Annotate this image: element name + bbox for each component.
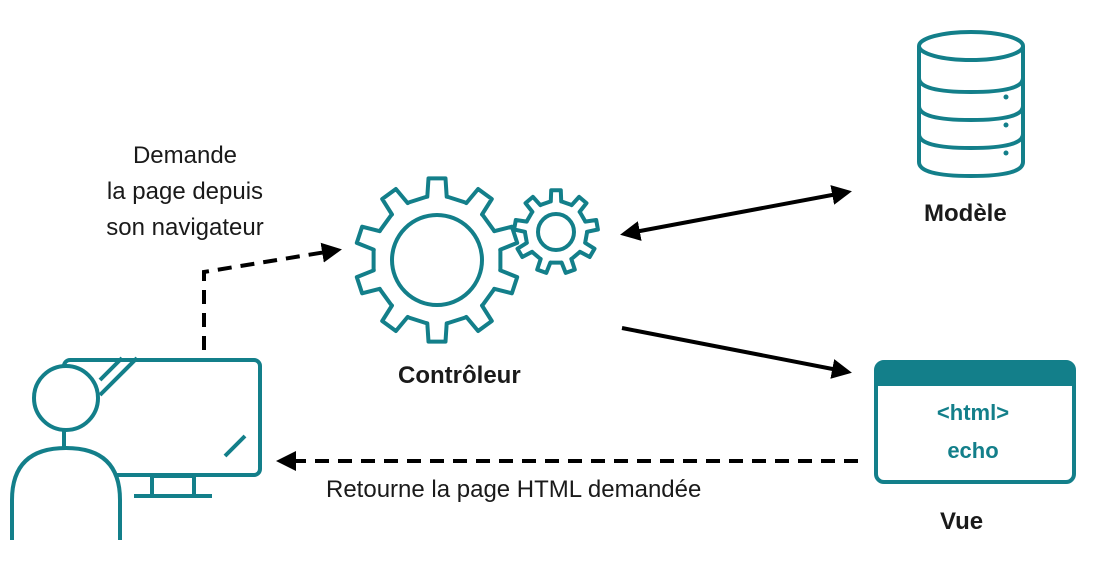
response-label: Retourne la page HTML demandée [326, 476, 702, 503]
model-label: Modèle [924, 200, 1007, 227]
request-label-line-3: son navigateur [106, 214, 264, 241]
browser-window-icon [874, 360, 1076, 484]
user-icon [10, 364, 122, 540]
view-html-tag: <html> [936, 400, 1010, 425]
request-arrow [202, 242, 342, 350]
request-label: Demande la page depuis son navigateur [80, 138, 290, 246]
gears-icon [354, 176, 600, 344]
view-arrow [621, 326, 852, 379]
database-icon [917, 30, 1025, 179]
monitor-icon [62, 356, 262, 498]
view-label: Vue [940, 508, 984, 535]
controller-label: Contrôleur [398, 362, 521, 389]
view-echo-text: echo [947, 438, 999, 463]
request-label-line-2: la page depuis [106, 178, 264, 205]
request-label-line-1: Demande [132, 142, 238, 169]
model-arrow [620, 185, 852, 241]
